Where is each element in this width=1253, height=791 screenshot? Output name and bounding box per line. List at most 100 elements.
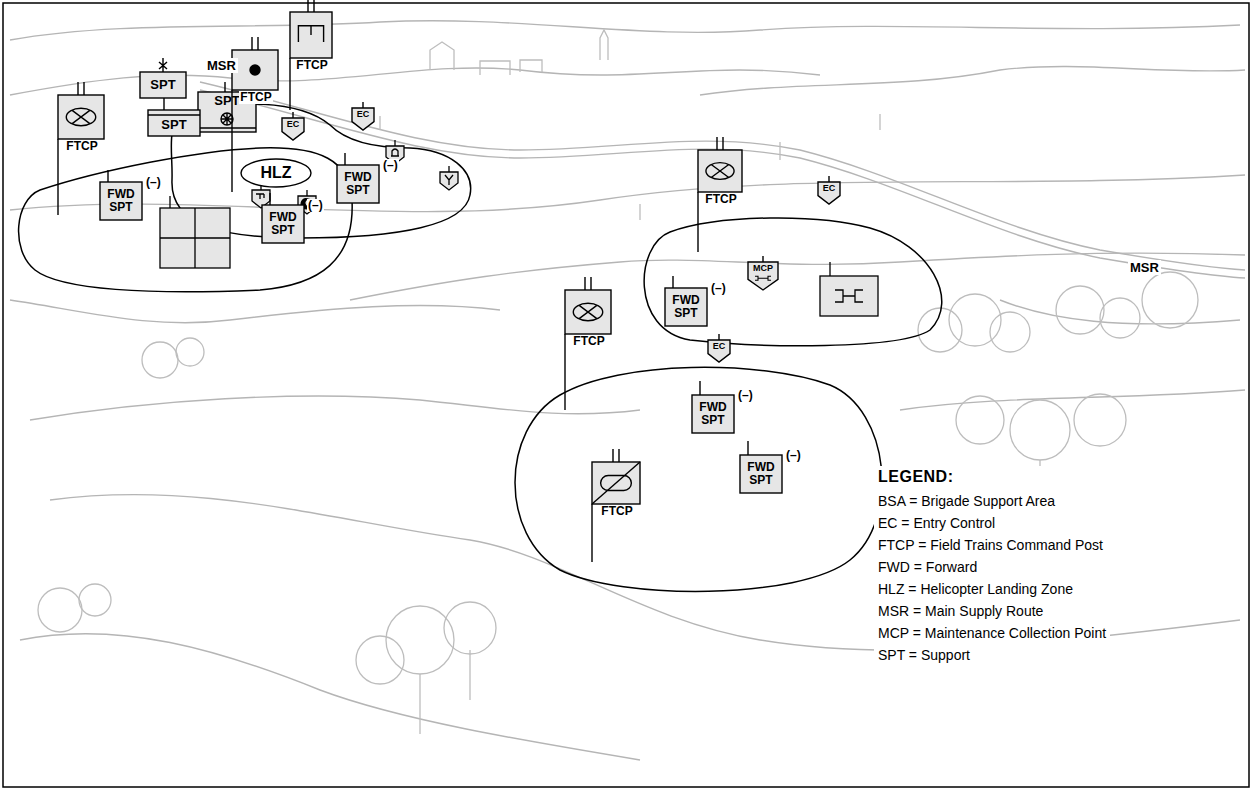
illustration-stroke xyxy=(57,139,58,215)
illustration-stroke xyxy=(445,175,453,185)
unit-label: EC xyxy=(713,342,726,352)
illustration-stroke xyxy=(241,159,311,187)
reduced-marker: (–) xyxy=(145,176,162,189)
illustration-stroke xyxy=(308,0,314,12)
illustration-stroke xyxy=(159,58,167,72)
illustration-stroke xyxy=(747,441,748,455)
illustration-stroke xyxy=(140,58,186,98)
unit-label: MCP xyxy=(753,264,773,274)
illustration-stroke xyxy=(356,636,404,684)
illustration-stroke xyxy=(692,395,734,433)
unit-label: FWD SPT xyxy=(672,294,699,320)
illustration-stroke xyxy=(1142,272,1198,328)
legend-entry: FTCP = Field Trains Command Post xyxy=(878,534,1106,556)
legend-text: FWD = Forward xyxy=(878,559,977,575)
unit-symbol: SPT xyxy=(140,72,186,98)
illustration-stroke xyxy=(697,192,698,252)
legend-entry: SPT = Support xyxy=(878,644,1106,666)
unit-label: FTCP xyxy=(239,91,272,104)
illustration-stroke xyxy=(591,504,592,562)
illustration-stroke xyxy=(1074,394,1126,446)
illustration-stroke xyxy=(829,262,830,276)
illustration-stroke xyxy=(699,381,700,395)
illustration-stroke xyxy=(200,90,1245,278)
illustration-stroke xyxy=(748,262,778,290)
illustration-stroke xyxy=(169,196,170,208)
illustration-stroke xyxy=(241,159,311,187)
unit-label: FTCP xyxy=(704,193,737,206)
unit-symbol: SPT xyxy=(148,110,200,136)
illustration-stroke xyxy=(10,175,1245,212)
illustration-stroke xyxy=(573,303,602,321)
illustration-stroke xyxy=(160,140,878,316)
unit-label: FTCP xyxy=(295,59,328,72)
illustration-stroke xyxy=(306,190,307,196)
unit-label: FTCP xyxy=(65,140,98,153)
illustration-stroke xyxy=(350,253,1245,300)
illustration-stroke xyxy=(665,276,707,326)
illustration-stroke xyxy=(692,381,734,433)
legend-entry: FWD = Forward xyxy=(878,556,1106,578)
illustration-stroke xyxy=(391,149,399,156)
entry-pennant: EC xyxy=(708,340,730,362)
entry-pennant: EC xyxy=(352,108,374,130)
illustration-stroke xyxy=(262,205,304,243)
illustration-stroke xyxy=(386,606,454,674)
legend-entry: MCP = Maintenance Collection Point xyxy=(878,622,1106,644)
illustration-stroke xyxy=(564,334,565,410)
illustration-stroke xyxy=(394,140,395,146)
entry-pennant: EC xyxy=(818,182,840,204)
illustration-stroke xyxy=(430,30,608,75)
unit-label: SPT xyxy=(214,94,239,108)
illustration-stroke xyxy=(828,176,829,182)
illustration-stroke xyxy=(706,163,734,180)
illustration-stroke xyxy=(3,3,1249,787)
unit-label: FTCP xyxy=(572,335,605,348)
illustration-stroke xyxy=(698,137,742,252)
illustration-stroke xyxy=(38,588,82,632)
illustration-stroke xyxy=(231,90,232,192)
illustration-stroke xyxy=(252,37,258,50)
illustration-stroke xyxy=(79,584,111,616)
illustration-stroke xyxy=(19,104,942,591)
legend-entry: MSR = Main Supply Route xyxy=(878,600,1106,622)
illustration-stroke xyxy=(698,150,742,192)
unit-symbol: FTCP xyxy=(58,95,104,139)
unit-symbol: FWD SPT(–) xyxy=(100,182,142,220)
illustration-stroke xyxy=(380,114,880,220)
illustration-stroke xyxy=(160,208,230,268)
illustration-stroke xyxy=(100,182,142,220)
unit-symbol: FWD SPT(–) xyxy=(740,455,782,493)
unit-symbol: FTCP xyxy=(592,462,640,504)
unit-symbol: FTCP xyxy=(290,12,332,58)
entry-pennant: MCP xyxy=(748,262,778,290)
unit-label: FWD SPT xyxy=(107,188,134,214)
illustration-stroke xyxy=(748,256,778,290)
legend-text: MCP = Maintenance Collection Point xyxy=(878,625,1106,641)
illustration-stroke xyxy=(1100,298,1140,338)
illustration-stroke xyxy=(820,276,878,316)
illustration-stroke xyxy=(613,449,619,462)
illustration-stroke xyxy=(990,312,1030,352)
illustration-stroke xyxy=(592,462,640,504)
illustration-stroke xyxy=(956,396,1004,444)
illustration-stroke xyxy=(900,390,1245,410)
illustration-stroke xyxy=(200,82,1245,270)
illustration-stroke xyxy=(232,50,278,90)
illustration-stroke xyxy=(10,21,1245,760)
illustration-stroke xyxy=(565,290,611,334)
illustration-stroke xyxy=(176,338,204,366)
illustration-stroke xyxy=(282,118,304,140)
unit-label: EC xyxy=(287,120,300,130)
unit-label: EC xyxy=(823,184,836,194)
legend-entry: HLZ = Helicopter Landing Zone xyxy=(878,578,1106,600)
legend-text: MSR = Main Supply Route xyxy=(878,603,1043,619)
illustration-stroke xyxy=(712,165,729,178)
illustration-stroke xyxy=(762,256,763,262)
illustration-stroke xyxy=(672,276,673,288)
illustration-stroke xyxy=(665,288,707,326)
legend-text: BSA = Brigade Support Area xyxy=(878,493,1055,509)
illustration-stroke xyxy=(148,110,200,136)
illustration-stroke xyxy=(290,0,332,110)
